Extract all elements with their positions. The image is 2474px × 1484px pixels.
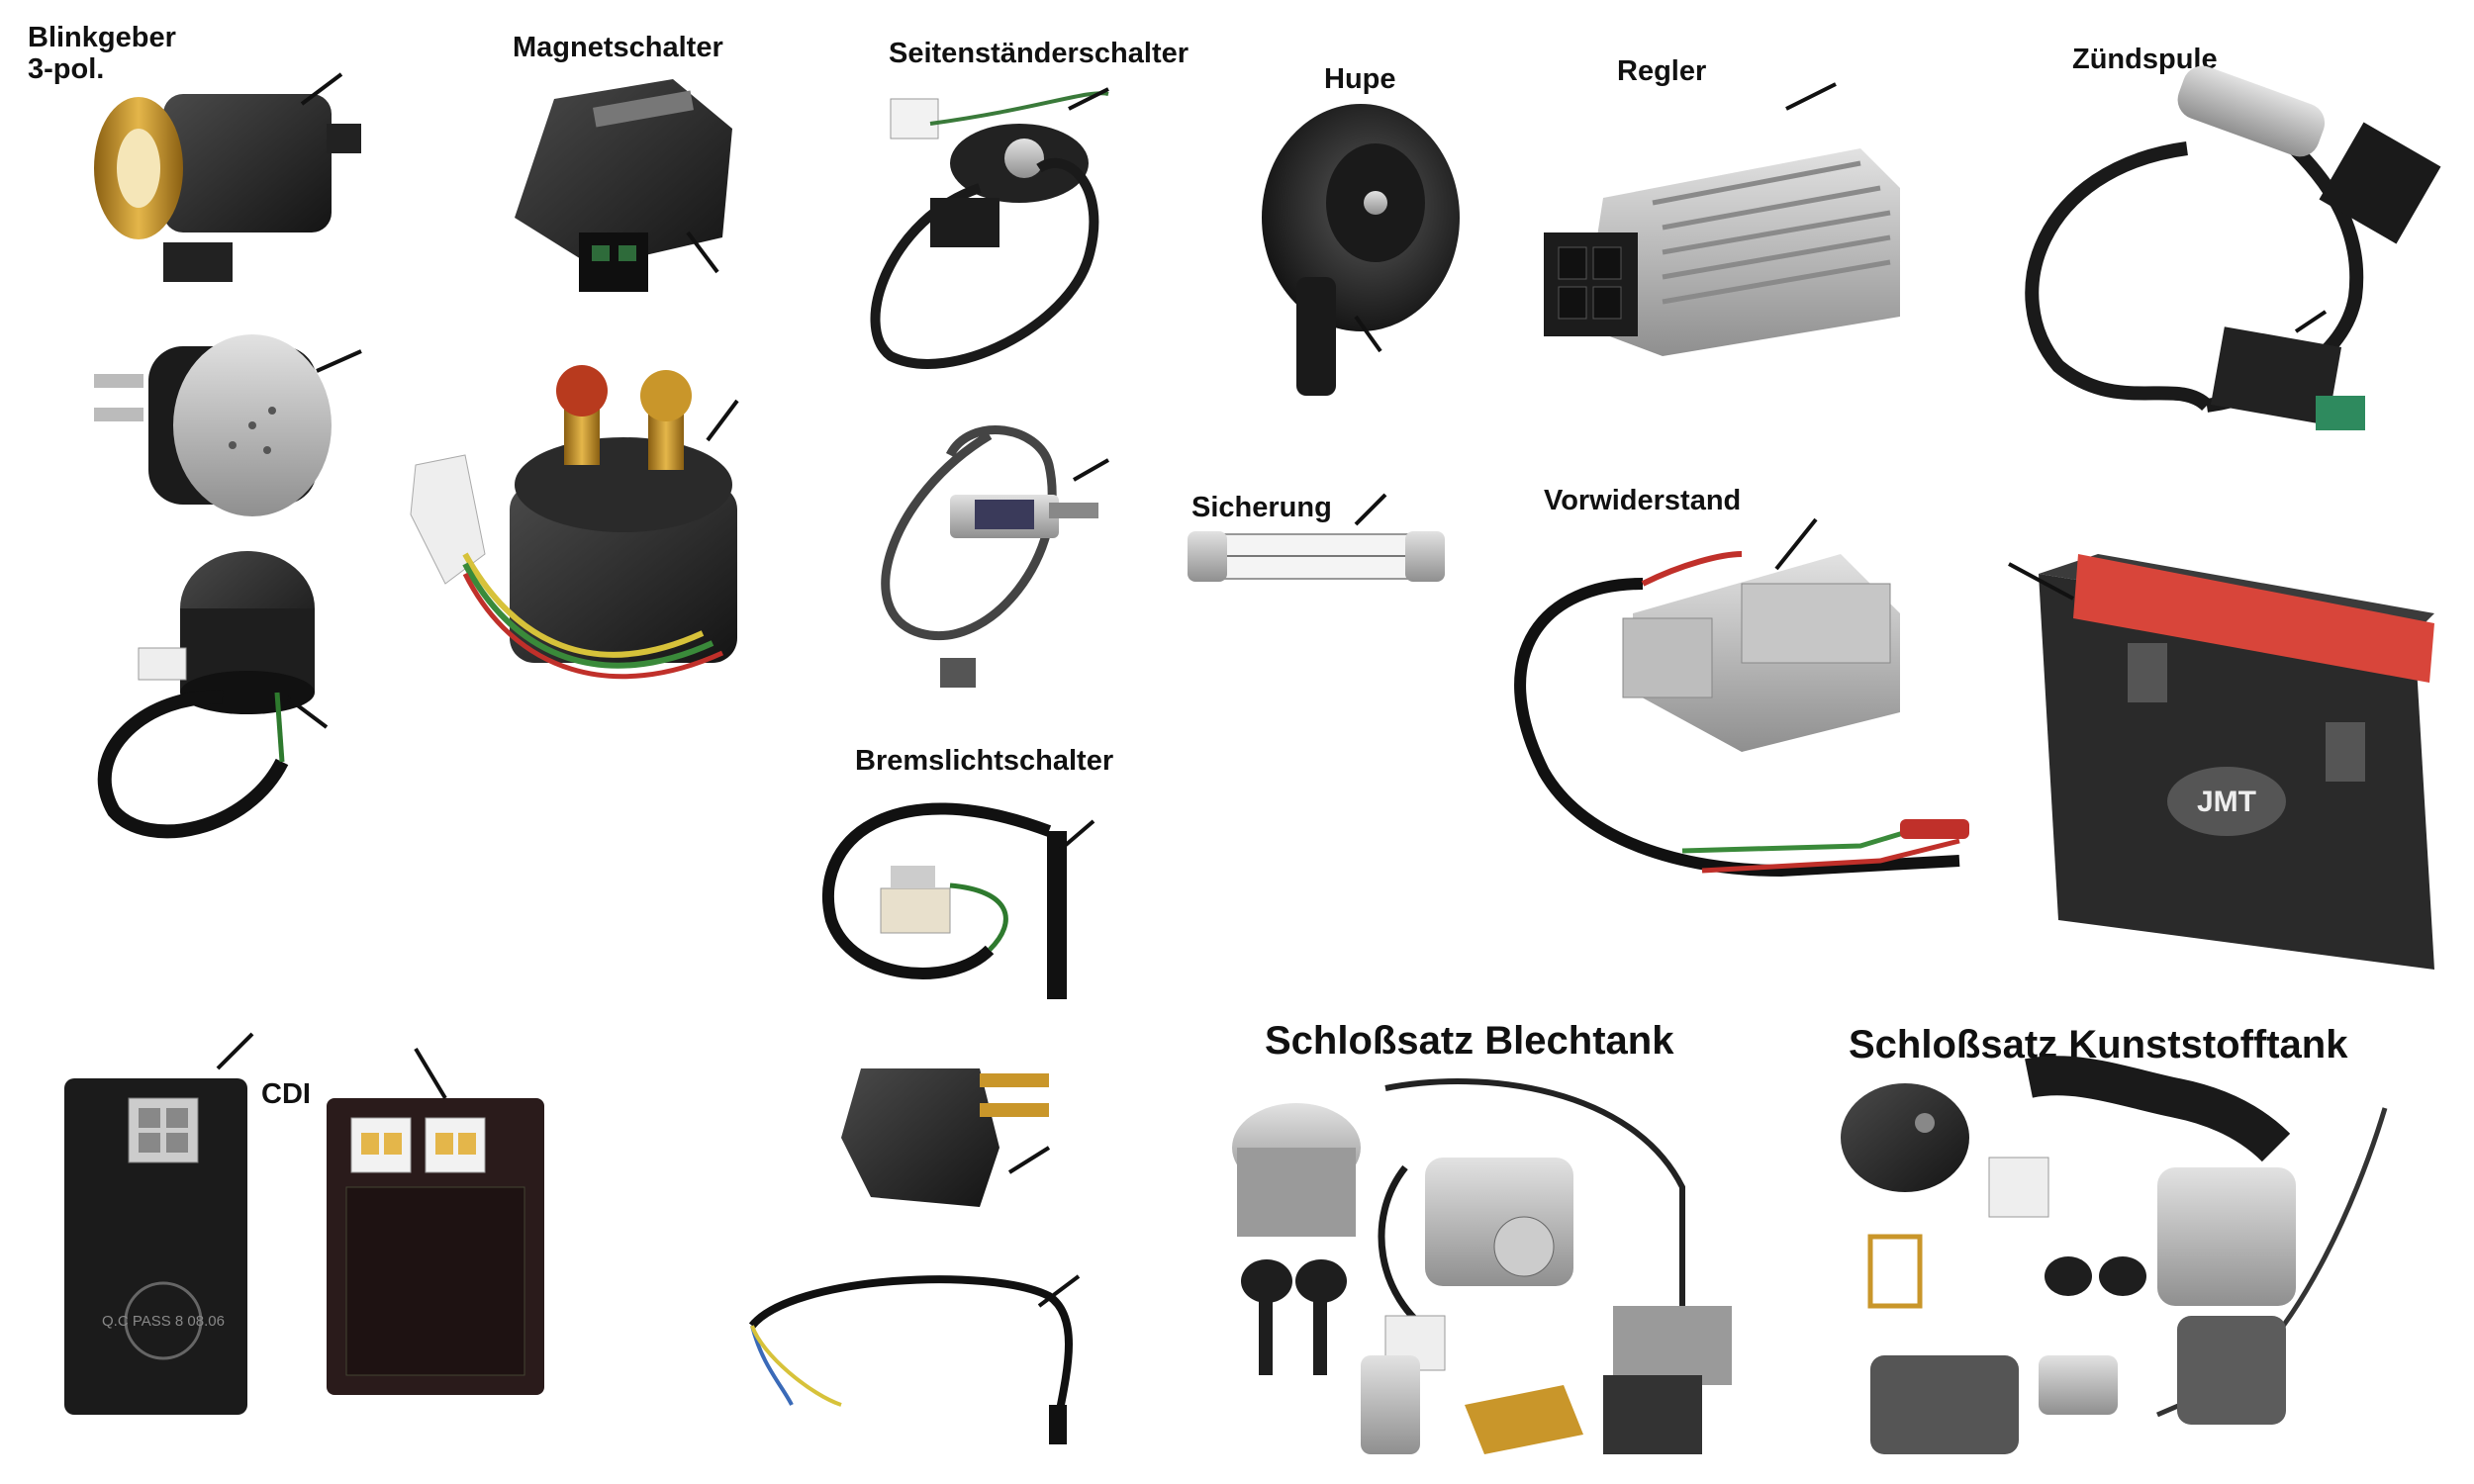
label-blinkgeber: Blinkgeber 3-pol. bbox=[28, 22, 176, 86]
label-regler: Regler bbox=[1617, 55, 1707, 87]
label-vorwiderstand: Vorwiderstand bbox=[1544, 485, 1742, 516]
cdi-unit-1: Q.C PASS 8 08.06 bbox=[64, 1078, 247, 1415]
label-seitenstaenderschalter: Seitenständerschalter bbox=[889, 38, 1189, 69]
vorwiderstand-resistor bbox=[1514, 551, 1969, 878]
magnetschalter-relay bbox=[515, 79, 732, 292]
label-cdi: CDI bbox=[261, 1078, 311, 1110]
cdi-unit-2 bbox=[327, 1098, 544, 1395]
battery: JMT bbox=[2039, 554, 2434, 970]
label-schlosssatz-kunststofftank: Schloßsatz Kunststofftank bbox=[1849, 1023, 2348, 1067]
sicherung-fuse bbox=[1188, 531, 1445, 582]
label-sicherung: Sicherung bbox=[1191, 492, 1332, 523]
zuendspule-ignition-coil bbox=[2025, 65, 2441, 430]
bremslichtschalter-2 bbox=[841, 1068, 1049, 1207]
blinkgeber-3 bbox=[97, 551, 315, 839]
blinkgeber-1 bbox=[94, 94, 361, 282]
seitenstaenderschalter bbox=[870, 91, 1109, 369]
blinkgeber-2 bbox=[94, 334, 332, 516]
bremslichtschalter-1 bbox=[821, 802, 1067, 999]
pointer-lines bbox=[216, 72, 2328, 1308]
label-hupe: Hupe bbox=[1324, 63, 1396, 95]
battery-brand: JMT bbox=[2197, 786, 2256, 818]
schlosssatz-kunststofftank bbox=[1841, 1056, 2388, 1454]
regler-rectifier bbox=[1544, 148, 1900, 356]
magnetschalter-starter-solenoid bbox=[410, 365, 737, 680]
hupe-horn bbox=[1262, 104, 1460, 396]
sensor-cable bbox=[881, 425, 1098, 688]
label-bremslichtschalter: Bremslichtschalter bbox=[855, 745, 1114, 777]
cdi-stamp: Q.C PASS 8 08.06 bbox=[102, 1313, 225, 1330]
label-schlosssatz-blechtank: Schloßsatz Blechtank bbox=[1265, 1019, 1674, 1063]
label-magnetschalter: Magnetschalter bbox=[513, 32, 723, 63]
schlosssatz-blechtank bbox=[1232, 1078, 1732, 1454]
bremslichtschalter-3 bbox=[748, 1275, 1073, 1444]
